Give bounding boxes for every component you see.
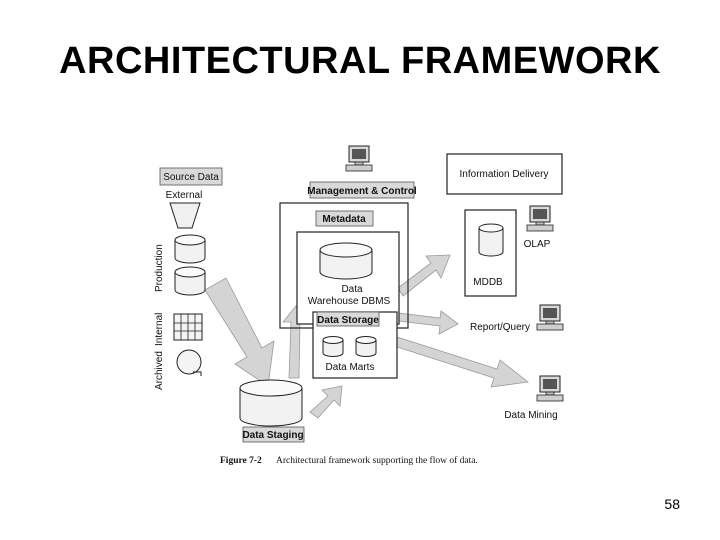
mddb-database-icon [478,223,504,257]
dw-dbms-label-line2: Warehouse DBMS [308,296,391,307]
flow-arrow-production-to-staging [204,277,275,387]
management-computer-icon [345,145,373,172]
data-marts-label: Data Marts [326,362,375,373]
internal-label: Internal [154,313,165,346]
olap-computer-icon [526,205,554,232]
data-storage-label: Data Storage [317,315,379,326]
flow-arrow-storage-to-olap [397,254,451,297]
metadata-label: Metadata [322,214,366,225]
production-label: Production [154,244,165,292]
archived-label: Archived [154,351,165,390]
dw-dbms-label-line1: Data [341,284,363,295]
data-mining-label: Data Mining [504,410,557,421]
management-control-label: Management & Control [307,186,417,197]
metadata-tag [315,210,374,227]
mddb-label: MDDB [473,277,503,288]
figure-caption: Architectural framework supporting the f… [276,455,478,466]
archived-tape-icon [176,349,202,376]
management-control-box [309,181,415,199]
information-delivery-box [446,153,563,195]
report-query-label: Report/Query [470,322,530,333]
data-staging-label: Data Staging [242,430,303,441]
data-marts-icon [322,336,377,357]
data-storage-tag [316,311,380,327]
report-query-computer-icon [536,304,564,331]
data-staging-database-icon [239,379,303,427]
external-funnel-icon [169,202,201,229]
dw-database-icon [319,242,373,280]
source-data-box [159,167,223,186]
figure-number: Figure 7-2 [220,456,262,466]
data-mining-computer-icon [536,375,564,402]
data-staging-tag [242,426,305,443]
production-database-icon [174,234,206,296]
external-label: External [166,190,203,201]
internal-table-icon [173,313,203,341]
olap-label: OLAP [524,239,551,250]
source-data-label: Source Data [163,172,219,183]
information-delivery-label: Information Delivery [460,169,549,180]
flow-arrow-storage-to-report [389,310,459,335]
page-number: 58 [664,496,680,512]
slide-title: ARCHITECTURAL FRAMEWORK [59,40,661,82]
flow-arrow-staging-to-marts [309,385,343,419]
flow-arrow-storage-to-mining [390,335,529,388]
